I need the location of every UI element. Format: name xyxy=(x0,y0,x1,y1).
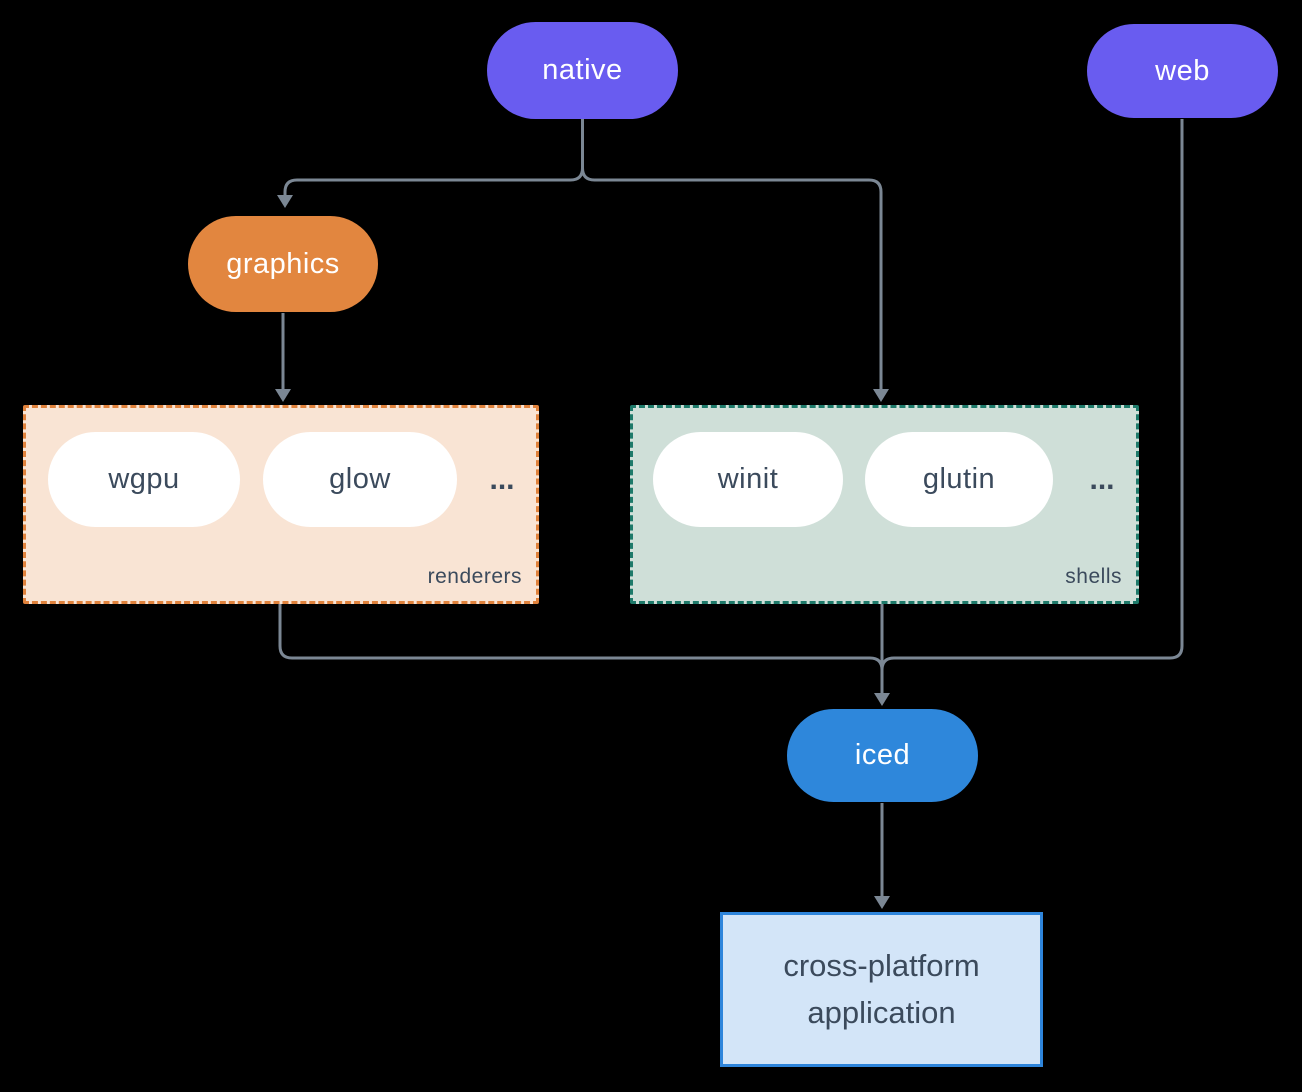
node-glutin-label: glutin xyxy=(922,463,996,495)
node-glow: glow xyxy=(263,432,457,527)
node-graphics: graphics xyxy=(188,216,378,312)
shells-group-label: shells xyxy=(1065,565,1122,588)
node-native: native xyxy=(487,22,678,119)
arrowhead-iced xyxy=(874,693,890,706)
node-cross-platform-application: cross-platform application xyxy=(720,912,1043,1067)
shells-ellipsis: ... xyxy=(1089,462,1115,496)
edge-native-graphics xyxy=(283,167,584,195)
renderers-ellipsis: ... xyxy=(489,462,515,496)
arrowhead-renderers xyxy=(275,389,291,402)
arrowhead-application xyxy=(874,896,890,909)
arrowhead-graphics xyxy=(277,195,293,208)
edge-renderers-merge xyxy=(278,599,884,671)
node-winit-label: winit xyxy=(717,463,779,495)
renderers-group-label: renderers xyxy=(427,565,522,588)
group-shells: winit glutin ... shells xyxy=(630,405,1139,604)
node-glutin: glutin xyxy=(865,432,1053,527)
arrowhead-shells xyxy=(873,389,889,402)
node-winit: winit xyxy=(653,432,843,527)
application-label: cross-platform application xyxy=(783,948,980,1030)
node-web: web xyxy=(1087,24,1278,118)
node-graphics-label: graphics xyxy=(226,247,340,280)
edge-native-shells xyxy=(581,167,883,389)
node-native-label: native xyxy=(542,54,623,86)
node-wgpu: wgpu xyxy=(48,432,240,527)
node-iced-label: iced xyxy=(854,739,911,771)
node-web-label: web xyxy=(1155,54,1210,87)
group-renderers: wgpu glow ... renderers xyxy=(23,405,539,604)
node-glow-label: glow xyxy=(329,463,391,495)
node-iced: iced xyxy=(787,709,978,802)
node-wgpu-label: wgpu xyxy=(108,463,180,495)
